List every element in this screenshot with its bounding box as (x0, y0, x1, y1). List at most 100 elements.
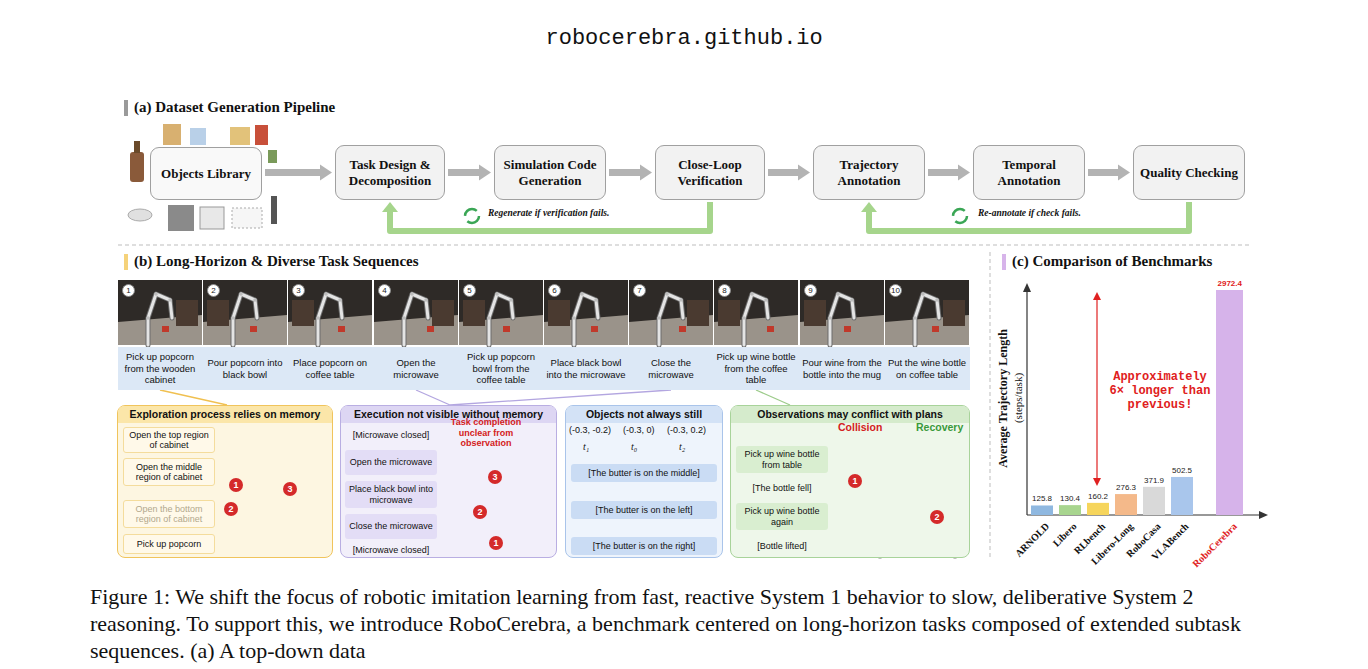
bar (1031, 505, 1053, 515)
robot-joint (921, 292, 925, 296)
node-text: Close the microwave (630, 357, 712, 380)
rect-shape (271, 196, 277, 224)
rect-shape (230, 127, 250, 145)
rect-shape (1002, 254, 1006, 270)
process-box: Temporal Annotation (973, 145, 1085, 200)
figure-caption: Figure 1: We shift the focus of robotic … (90, 583, 1285, 664)
section-heading: (c) Comparison of Benchmarks (1012, 253, 1212, 270)
bar (1059, 505, 1081, 515)
scene-furniture (687, 300, 709, 326)
scene-furniture (718, 300, 740, 326)
connector-line (265, 169, 321, 176)
robot-arm (233, 294, 257, 345)
node-text: Objects Library (161, 166, 251, 182)
step-band (118, 347, 970, 390)
state-label: Collision (838, 421, 882, 433)
robot-arm (404, 294, 428, 345)
bar (1087, 503, 1109, 515)
step-number: 4 (378, 284, 391, 297)
scene-image (459, 280, 543, 345)
connector-line (448, 169, 480, 176)
callout-number: 2 (224, 502, 238, 516)
arrowhead (320, 165, 332, 181)
step-caption: Close the microwave (629, 347, 713, 390)
process-box: Task Design & Decomposition (335, 145, 445, 200)
node-text: Pour wine from the bottle into the mug (801, 357, 883, 380)
rect-shape (255, 125, 268, 145)
bar-value: 130.4 (1060, 494, 1080, 503)
step-number: 9 (804, 284, 817, 297)
process-box: Quality Checking (1133, 145, 1245, 200)
robot-joint (168, 298, 172, 302)
scene-furniture (207, 300, 229, 326)
node-text: Pick up popcorn bowl from the coffee tab… (460, 351, 542, 386)
callout-number: 3 (488, 470, 502, 484)
callout-number: 2 (473, 505, 487, 519)
robot-arm (830, 294, 854, 345)
bar-value: 276.3 (1116, 483, 1136, 492)
coordinate: (-0.3, -0.2) (569, 425, 611, 435)
leader-line (416, 390, 450, 405)
step-caption: Pick up wine bottle from the coffee tabl… (714, 347, 798, 390)
scene-object (591, 326, 598, 332)
robot-joint (679, 298, 683, 302)
node-text: Open the top region of cabinet (127, 430, 211, 451)
node-text: Pick up wine bottle again (739, 506, 825, 527)
node-text: [Microwave closed] (353, 430, 430, 441)
rect-shape (124, 254, 128, 270)
step-cell: [The bottle fell] (736, 481, 828, 496)
step-cell: [Microwave closed] (345, 543, 437, 557)
rect-shape (134, 141, 140, 153)
robot-arm (744, 294, 768, 345)
step-cell: Open the microwave (345, 450, 437, 475)
bar-value: 160.2 (1088, 492, 1108, 501)
flow-arrow (928, 165, 970, 181)
robot-arm (915, 294, 939, 345)
connector-line (869, 202, 1189, 231)
callout-number: 1 (229, 478, 243, 492)
state-label: Recovery (916, 421, 963, 433)
scene-object (503, 326, 510, 332)
node-text: Simulation Code Generation (500, 157, 600, 188)
connector-line (1088, 169, 1119, 176)
scene-image (288, 280, 372, 345)
scene-object (932, 326, 939, 332)
line-shape (1096, 299, 1097, 479)
scene-image (714, 280, 798, 345)
node-text: Open the microwave (350, 457, 433, 468)
step-caption: Pick up popcorn bowl from the coffee tab… (459, 347, 543, 390)
robot-arm (744, 294, 768, 345)
scene-image (374, 280, 458, 345)
robot-joint (316, 316, 320, 320)
robot-joint (338, 298, 342, 302)
step-cell: Open the top region of cabinet (123, 427, 215, 453)
robot-joint (750, 292, 754, 296)
panel-box: Execution not visible without memory[Mic… (340, 405, 557, 558)
robot-joint (665, 292, 669, 296)
arrowhead (640, 165, 652, 181)
scene-object (844, 326, 851, 332)
callout-number: 1 (848, 474, 862, 488)
node-text: [The bottle fell] (752, 483, 811, 494)
arrowhead (479, 165, 491, 181)
robot-arm (404, 294, 428, 345)
node-text: [The butter is on the middle] (588, 468, 700, 479)
polygon-shape (1259, 511, 1268, 519)
step-cell: Place black bowl into microwave (345, 481, 437, 508)
node-text: Put the wine bottle on coffee table (886, 357, 968, 380)
robot-arm (489, 294, 513, 345)
time-label: t₀ (631, 441, 637, 452)
robot-joint (231, 316, 235, 320)
robot-arm (233, 294, 257, 345)
bar-value: 2972.4 (1218, 279, 1242, 288)
note-text: Task completion unclear from observation (447, 417, 525, 449)
robot-joint (657, 316, 661, 320)
flow-arrow (448, 165, 491, 181)
step-number: 8 (718, 284, 731, 297)
step-images (118, 280, 969, 345)
robot-arm (148, 294, 172, 345)
step-cell: [Bottle lifted] (736, 539, 828, 554)
leader-line (160, 390, 227, 405)
node-text: Temporal Annotation (979, 157, 1079, 188)
step-caption: Pour popcorn into black bowl (203, 347, 287, 390)
